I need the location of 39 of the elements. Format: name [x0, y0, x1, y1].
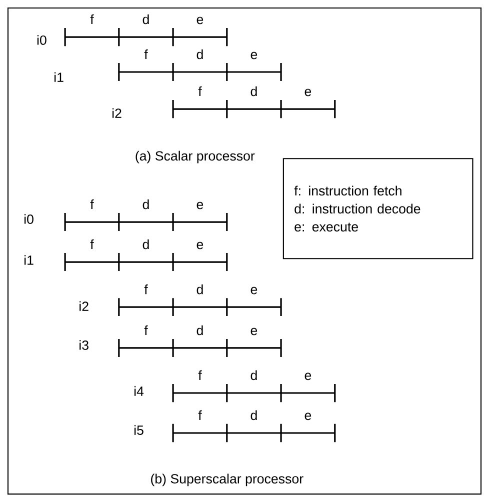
stage-label: e: [250, 328, 258, 336]
legend-box: f: instruction fetch d: instruction decode e: execute: [282, 158, 474, 260]
stage-label: f: [144, 284, 148, 294]
instruction-label: i3: [80, 340, 88, 350]
stage-label: d: [142, 239, 149, 250]
stage-label: e: [304, 372, 312, 380]
stage-label: f: [144, 325, 148, 336]
stage-label: f: [90, 239, 94, 250]
stage-label: d: [196, 325, 203, 336]
stage-label: d: [142, 14, 149, 24]
stage-label: d: [250, 410, 257, 420]
stage-label: f: [198, 410, 202, 420]
stage-label: d: [142, 199, 149, 210]
instruction-label: i2: [112, 108, 122, 118]
stage-label: e: [196, 16, 204, 24]
stage-label: e: [196, 202, 204, 210]
stage-label: f: [90, 14, 94, 24]
stage-label: e: [250, 286, 258, 294]
instruction-label: i2: [80, 301, 88, 311]
stage-label: f: [90, 199, 94, 210]
stage-label: e: [304, 88, 312, 96]
caption: (b) Superscalar processor: [151, 474, 304, 486]
instruction-label: i0: [24, 214, 34, 224]
stage-label: f: [198, 86, 202, 96]
stage-label: e: [250, 52, 258, 60]
instruction-label: i1: [54, 72, 64, 82]
stage-label: f: [198, 370, 202, 380]
stage-label: d: [196, 49, 203, 60]
instruction-label: i5: [134, 425, 144, 435]
stage-label: e: [196, 242, 204, 250]
instruction-label: i0: [37, 35, 46, 45]
stage-label: d: [196, 284, 203, 294]
instruction-label: i4: [134, 386, 144, 396]
stage-label: f: [144, 49, 148, 60]
stage-label: d: [250, 370, 257, 380]
instruction-label: i1: [24, 255, 34, 265]
stage-label: e: [304, 412, 312, 420]
caption: (a) Scalar processor: [136, 150, 255, 164]
stage-label: d: [250, 86, 257, 96]
